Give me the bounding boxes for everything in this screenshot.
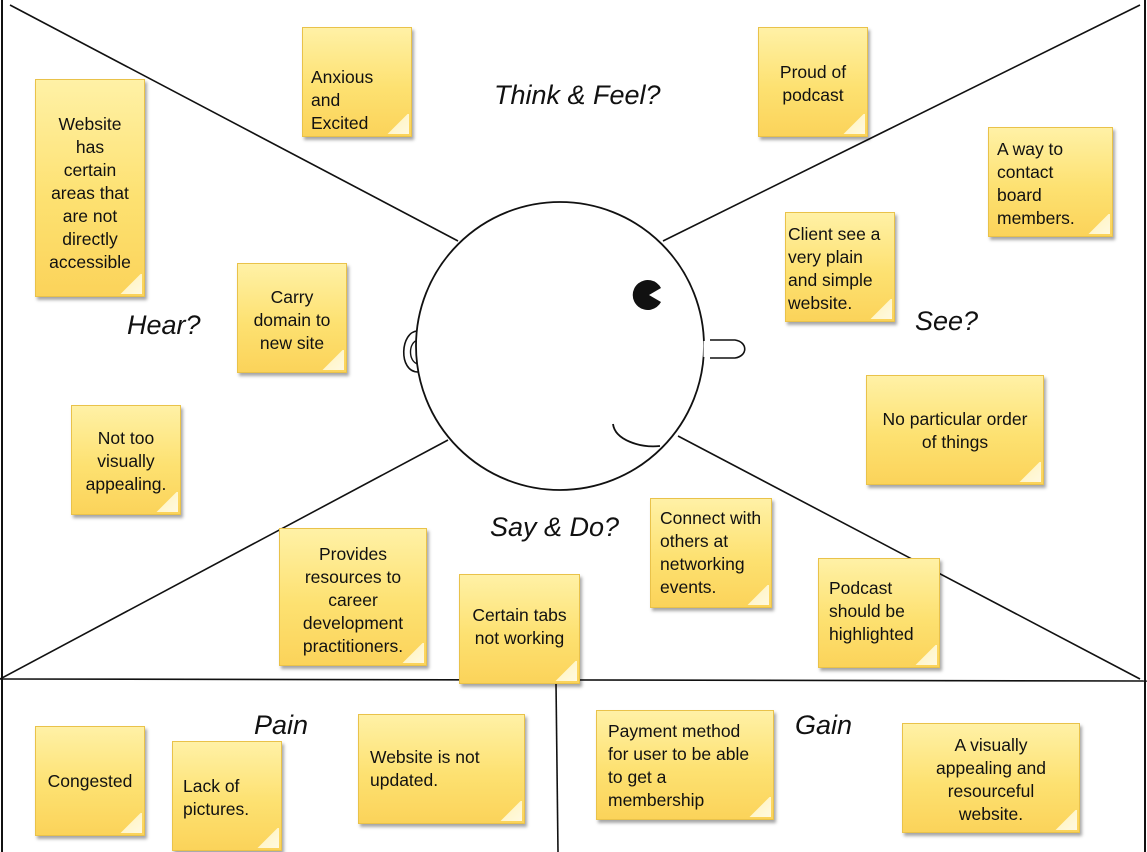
sticky-note-not-appealing[interactable]: Not too visually appealing. <box>71 405 181 515</box>
divider-lower-left <box>0 439 449 680</box>
sticky-note-client-see[interactable]: Client see a very plain and simple websi… <box>785 212 895 322</box>
section-pain: Pain <box>254 710 309 740</box>
sticky-note-contact-board[interactable]: A way to contact board members. <box>988 127 1113 237</box>
divider-upper-right <box>662 4 1141 242</box>
section-say-do: Say & Do? <box>490 512 620 542</box>
sticky-note-lack-pictures[interactable]: Lack of pictures. <box>172 741 282 851</box>
head-icon <box>415 201 705 491</box>
sticky-note-certain-tabs[interactable]: Certain tabs not working <box>459 574 580 684</box>
section-see: See? <box>915 306 979 336</box>
ear-icon <box>403 330 419 373</box>
nose-icon <box>710 339 746 359</box>
sticky-note-connect[interactable]: Connect with others at networking events… <box>650 498 772 608</box>
sticky-note-carry-domain[interactable]: Carry domain to new site <box>237 263 347 373</box>
sticky-note-anxious[interactable]: Anxious and Excited <box>302 27 412 137</box>
divider-vertical <box>555 682 559 852</box>
eye-icon <box>632 280 661 311</box>
sticky-note-no-order[interactable]: No particular order of things <box>866 375 1044 485</box>
section-hear: Hear? <box>127 310 201 340</box>
sticky-note-provides[interactable]: Provides resources to career development… <box>279 528 427 666</box>
sticky-note-proud[interactable]: Proud of podcast <box>758 27 868 137</box>
section-think-feel: Think & Feel? <box>494 80 661 110</box>
sticky-note-congested[interactable]: Congested <box>35 726 145 836</box>
mouth-icon <box>612 423 661 448</box>
sticky-note-podcast-highlight[interactable]: Podcast should be highlighted <box>818 558 940 668</box>
section-gain: Gain <box>795 710 853 740</box>
sticky-note-not-updated[interactable]: Website is not updated. <box>358 714 525 824</box>
sticky-note-website-areas[interactable]: Website has certain areas that are not d… <box>35 79 145 297</box>
divider-upper-left <box>9 4 459 242</box>
divider-lower-right <box>677 435 1141 680</box>
sticky-note-payment[interactable]: Payment method for user to be able to ge… <box>596 710 774 820</box>
sticky-note-visually-appealing[interactable]: A visually appealing and resourceful web… <box>902 723 1080 833</box>
